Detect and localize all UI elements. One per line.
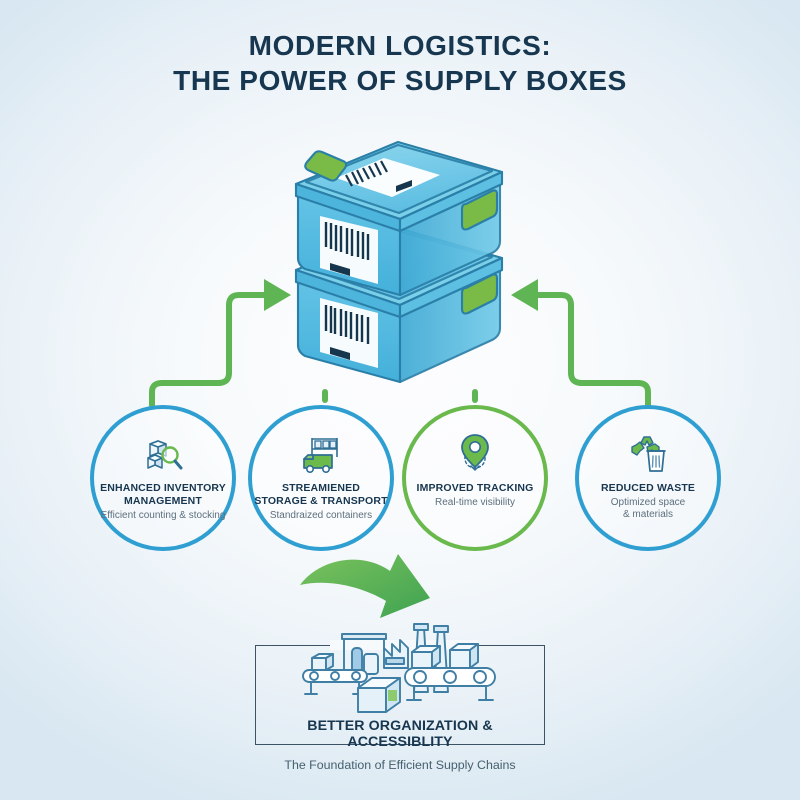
outcome-label: BETTER ORGANIZATION & ACCESSIBLITY	[307, 718, 493, 750]
map-pin-tracking-icon	[456, 433, 494, 475]
connector-right-path	[533, 292, 651, 408]
boxes-magnifier-icon	[142, 433, 184, 475]
title-line-2: THE POWER OF SUPPLY BOXES	[173, 65, 627, 97]
benefit-node-2[interactable]: STREAMIENED STORAGE & TRANSPORT Standrai…	[248, 405, 394, 551]
title-line-1: MODERN LOGISTICS:	[248, 30, 552, 61]
benefit-subtitle: Real-time visibility	[434, 496, 515, 508]
arrow-left-to-boxes	[511, 279, 538, 311]
benefit-title: IMPROVED TRACKING	[416, 482, 534, 494]
benefit-node-1[interactable]: ENHANCED INVENTORY MANAGEMENT Efficient …	[90, 405, 236, 551]
benefit-subtitle: Efficient counting & stocking	[100, 509, 226, 521]
benefit-node-3[interactable]: IMPROVED TRACKING Real-time visibility	[402, 405, 548, 551]
benefit-subtitle: Optimized space & materials	[610, 496, 686, 521]
upper-box	[294, 140, 504, 297]
outcome-caption: The Foundation of Efficient Supply Chain…	[284, 758, 516, 772]
benefit-title: REDUCED WASTE	[600, 482, 696, 494]
delivery-truck-shelf-icon	[299, 433, 343, 475]
benefit-title: ENHANCED INVENTORY MANAGEMENT	[100, 482, 226, 507]
connector-left-path	[149, 292, 269, 408]
benefit-node-4[interactable]: REDUCED WASTE Optimized space & material…	[575, 405, 721, 551]
benefit-subtitle: Standraized containers	[269, 509, 373, 521]
benefit-title: STREAMIENED STORAGE & TRANSPORT	[254, 482, 388, 507]
page-title: MODERN LOGISTICS: THE POWER OF SUPPLY BO…	[0, 28, 800, 99]
recycle-bin-icon	[626, 433, 670, 475]
arrow-right-to-boxes	[264, 279, 291, 311]
